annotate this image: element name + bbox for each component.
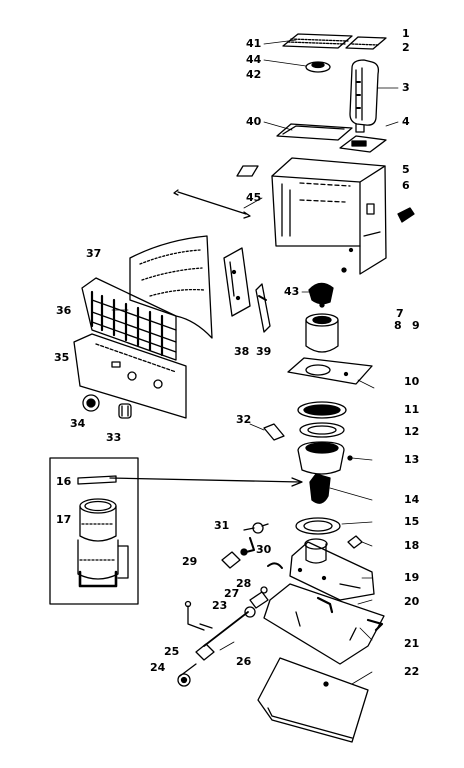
callout-41: 41 bbox=[246, 37, 262, 50]
knob-parts bbox=[82, 394, 132, 419]
callout-16: 16 bbox=[56, 475, 72, 488]
top-grille-part bbox=[282, 33, 387, 50]
rod-part bbox=[173, 189, 251, 219]
wick-holder-part bbox=[295, 473, 363, 549]
callout-6: 6 bbox=[402, 179, 410, 192]
callout-30: 30 bbox=[256, 543, 272, 556]
callout-10: 10 bbox=[404, 375, 420, 388]
callout-17: 17 bbox=[56, 513, 72, 526]
callout-19: 19 bbox=[404, 571, 420, 584]
callout-24: 24 bbox=[150, 661, 166, 674]
callout-26: 26 bbox=[236, 655, 252, 668]
callout-12: 12 bbox=[404, 425, 420, 438]
callout-36: 36 bbox=[56, 304, 72, 317]
callout-39: 39 bbox=[256, 345, 272, 358]
callout-28: 28 bbox=[236, 577, 252, 590]
callout-45: 45 bbox=[246, 191, 262, 204]
callout-7: 7 bbox=[396, 307, 404, 320]
callout-8: 8 bbox=[394, 319, 402, 332]
heating-grid-part bbox=[81, 277, 177, 361]
callout-29: 29 bbox=[182, 555, 198, 568]
callout-43: 43 bbox=[284, 285, 300, 298]
side-clip-part bbox=[397, 207, 415, 223]
callout-34: 34 bbox=[70, 417, 86, 430]
control-panel-part bbox=[73, 333, 187, 419]
mounting-plate-part bbox=[287, 357, 373, 385]
callout-37: 37 bbox=[86, 247, 102, 260]
callout-9: 9 bbox=[412, 319, 420, 332]
callout-15: 15 bbox=[404, 515, 420, 528]
small-tube-part bbox=[263, 423, 285, 441]
inset-box bbox=[49, 457, 303, 605]
callout-32: 32 bbox=[236, 413, 252, 426]
callout-31: 31 bbox=[214, 519, 230, 532]
tray-part bbox=[263, 583, 385, 665]
callout-14: 14 bbox=[404, 493, 420, 506]
callout-20: 20 bbox=[404, 595, 420, 608]
small-plate-part bbox=[236, 165, 259, 177]
cabinet-frame-part bbox=[271, 157, 387, 275]
callout-4: 4 bbox=[402, 115, 410, 128]
callout-3: 3 bbox=[402, 81, 410, 94]
reflector-panel-part bbox=[129, 235, 213, 339]
callout-33: 33 bbox=[106, 431, 122, 444]
callout-11: 11 bbox=[404, 403, 420, 416]
callout-23: 23 bbox=[212, 599, 228, 612]
tank-base-part bbox=[289, 538, 375, 601]
base-pan-part bbox=[257, 657, 369, 743]
callout-35: 35 bbox=[54, 351, 70, 364]
side-bracket-part bbox=[223, 247, 271, 333]
callout-21: 21 bbox=[404, 637, 420, 650]
callout-1: 1 bbox=[402, 27, 410, 40]
burner-cap-part bbox=[305, 282, 339, 353]
fitting-parts bbox=[221, 522, 283, 609]
callout-38: 38 bbox=[234, 345, 250, 358]
callout-40: 40 bbox=[246, 115, 262, 128]
ring-parts bbox=[297, 401, 353, 475]
callout-42: 42 bbox=[246, 68, 262, 81]
canister-part bbox=[349, 59, 380, 133]
callout-2: 2 bbox=[402, 41, 410, 54]
callout-25: 25 bbox=[164, 645, 180, 658]
callout-5: 5 bbox=[402, 163, 410, 176]
callout-27: 27 bbox=[224, 587, 240, 600]
bracket-part bbox=[276, 123, 387, 153]
callout-22: 22 bbox=[404, 665, 420, 678]
lower-linkage-part bbox=[177, 600, 256, 687]
callout-18: 18 bbox=[404, 539, 420, 552]
callout-13: 13 bbox=[404, 453, 420, 466]
top-knob-part bbox=[305, 61, 331, 73]
callout-44: 44 bbox=[246, 53, 262, 66]
leader-lines bbox=[111, 39, 399, 685]
